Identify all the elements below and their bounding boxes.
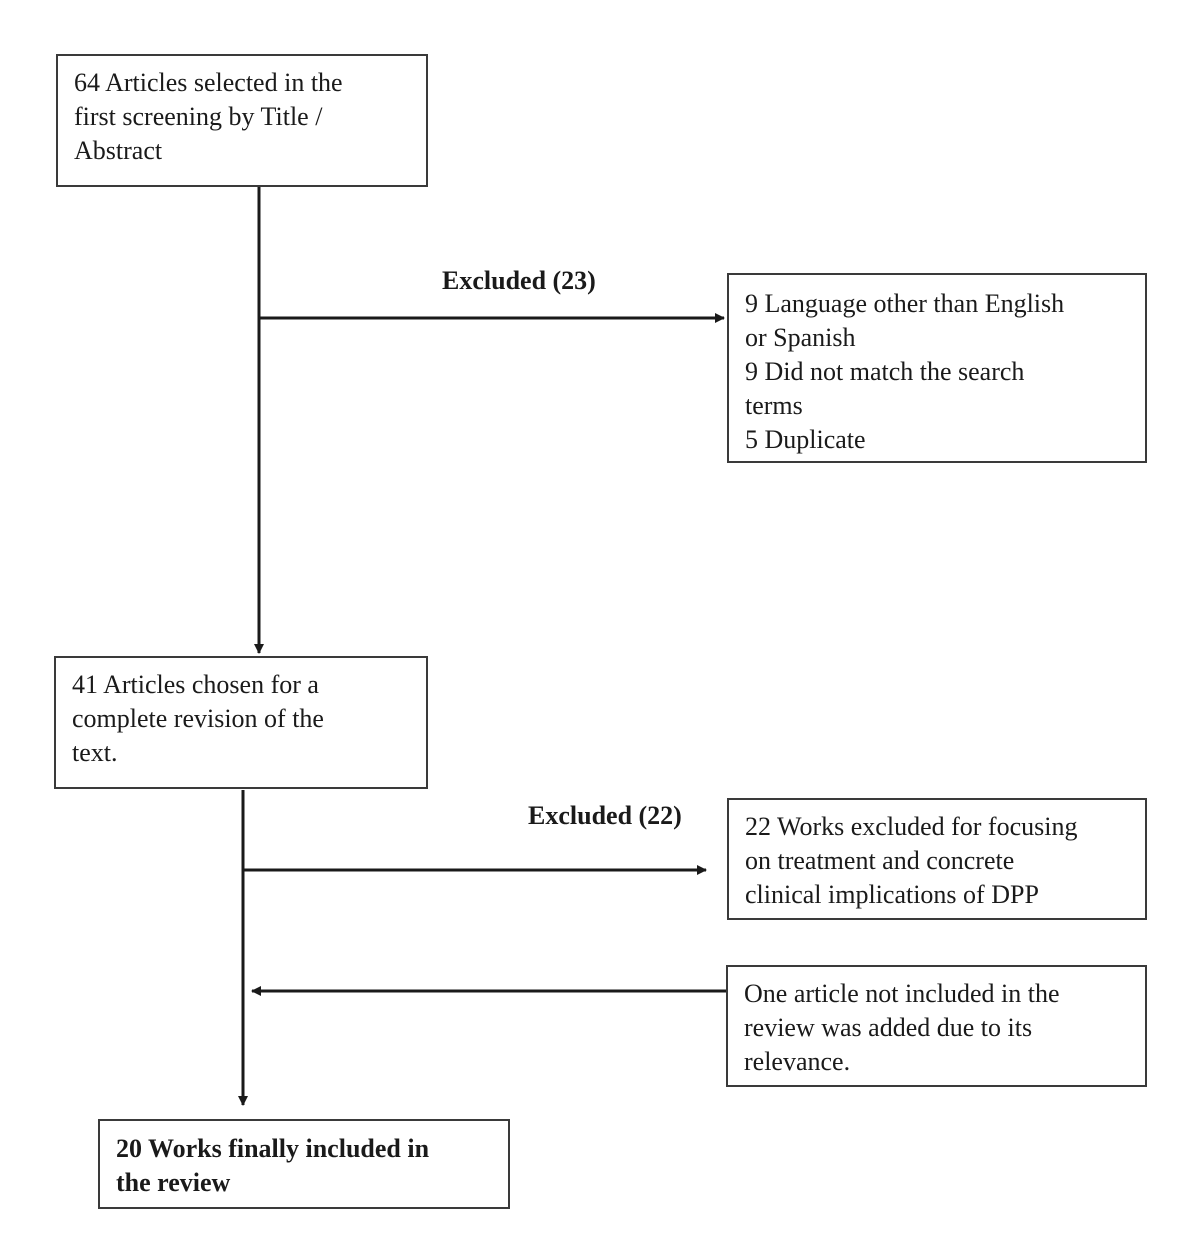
added-article-line: relevance. [744, 1047, 851, 1076]
added-article-box: One article not included in the review w… [726, 965, 1147, 1087]
first-exclusion-label: Excluded (23) [442, 266, 596, 295]
full-text-box-line: text. [72, 738, 118, 767]
full-text-box-line: 41 Articles chosen for a [72, 670, 319, 699]
first-exclusion-box: 9 Language other than English or Spanish… [727, 273, 1147, 463]
screening-box-line: first screening by Title / [74, 102, 323, 131]
full-text-box: 41 Articles chosen for a complete revisi… [54, 656, 428, 789]
added-article-line: review was added due to its [744, 1013, 1033, 1042]
first-exclusion-line: 9 Did not match the search [745, 357, 1025, 386]
first-exclusion-line: terms [745, 391, 803, 420]
second-exclusion-line: 22 Works excluded for focusing [745, 812, 1078, 841]
first-exclusion-line: 9 Language other than English [745, 289, 1065, 318]
screening-box: 64 Articles selected in the first screen… [56, 54, 428, 187]
second-exclusion-line: on treatment and concrete [745, 846, 1015, 875]
second-exclusion-box: 22 Works excluded for focusing on treatm… [727, 798, 1147, 920]
screening-box-line: Abstract [74, 136, 163, 165]
first-exclusion-line: 5 Duplicate [745, 425, 866, 454]
final-box-line: the review [116, 1168, 231, 1197]
final-box: 20 Works finally included in the review [98, 1119, 510, 1209]
added-article-line: One article not included in the [744, 979, 1060, 1008]
full-text-box-line: complete revision of the [72, 704, 324, 733]
final-box-line: 20 Works finally included in [116, 1134, 430, 1163]
first-exclusion-line: or Spanish [745, 323, 856, 352]
screening-box-line: 64 Articles selected in the [74, 68, 343, 97]
second-exclusion-line: clinical implications of DPP [745, 880, 1039, 909]
second-exclusion-label: Excluded (22) [528, 801, 682, 830]
